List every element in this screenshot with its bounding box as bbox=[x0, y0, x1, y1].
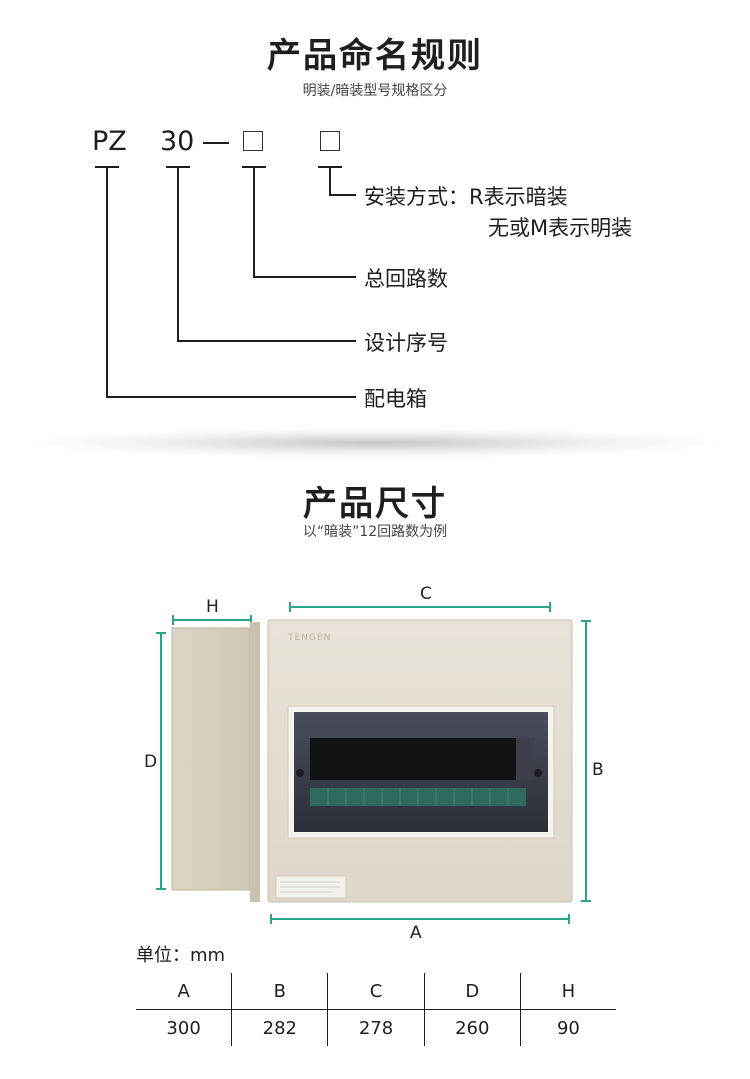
marker-d-tick-bottom bbox=[156, 888, 166, 890]
naming-title: 产品命名规则 bbox=[267, 36, 483, 76]
section-divider bbox=[30, 428, 720, 458]
label-box: 配电箱 bbox=[364, 387, 427, 411]
table-header-row: A B C D H bbox=[136, 973, 616, 1010]
connector-install-vertical bbox=[329, 166, 331, 195]
unit-label: 单位：mm bbox=[136, 945, 226, 966]
marker-h-tick-right bbox=[250, 615, 252, 625]
label-circuits: 总回路数 bbox=[364, 267, 448, 291]
code-series: 30 bbox=[160, 126, 195, 157]
brand-logo: TENGEN bbox=[287, 633, 331, 643]
code-install-box bbox=[320, 131, 340, 151]
table-header-cell: H bbox=[519, 973, 616, 1010]
marker-h-label: H bbox=[206, 597, 219, 617]
dimension-table: A B C D H 300 282 278 260 90 bbox=[136, 973, 616, 1046]
marker-c-tick-left bbox=[289, 602, 291, 612]
marker-b-tick-top bbox=[581, 620, 591, 622]
marker-b-tick-bottom bbox=[581, 900, 591, 902]
dimensions-title: 产品尺寸 bbox=[303, 484, 447, 524]
table-header-cell: C bbox=[327, 973, 425, 1010]
marker-c-tick-right bbox=[549, 602, 551, 612]
table-row: 300 282 278 260 90 bbox=[136, 1009, 616, 1046]
table-value-cell: 278 bbox=[327, 1009, 425, 1046]
side-view-box bbox=[171, 622, 260, 902]
table-header-cell: B bbox=[231, 973, 328, 1010]
table-value-cell: 300 bbox=[166, 1017, 201, 1039]
connector-design-horizontal bbox=[177, 340, 356, 342]
marker-h-tick-left bbox=[172, 615, 174, 625]
connector-box-horizontal bbox=[106, 396, 356, 398]
marker-d-tick-top bbox=[156, 632, 166, 634]
marker-d-label: D bbox=[144, 752, 158, 772]
code-dash bbox=[203, 142, 229, 144]
connector-box-vertical bbox=[106, 166, 108, 397]
connector-circuits-horizontal bbox=[253, 276, 356, 278]
connector-design-vertical bbox=[177, 166, 179, 341]
table-header-cell: D bbox=[423, 973, 521, 1010]
label-install-line2: 无或M表示明装 bbox=[488, 216, 633, 240]
marker-b-line bbox=[585, 620, 587, 902]
marker-a-line bbox=[270, 918, 570, 920]
marker-c-label: C bbox=[420, 584, 432, 604]
marker-b-label: B bbox=[592, 760, 604, 780]
marker-c-line bbox=[289, 606, 551, 608]
connector-install-horizontal bbox=[329, 194, 356, 196]
table-value-cell: 282 bbox=[231, 1009, 328, 1046]
table-header-cell: A bbox=[136, 973, 232, 1010]
front-view-box: TENGEN bbox=[267, 619, 573, 903]
label-design: 设计序号 bbox=[364, 331, 448, 355]
dimensions-subtitle: 以“暗装”12回路数为例 bbox=[302, 524, 448, 540]
marker-h-line bbox=[172, 619, 252, 621]
marker-a-tick-right bbox=[568, 914, 570, 924]
marker-a-label: A bbox=[410, 923, 422, 943]
label-install: 安装方式：R表示暗装 bbox=[364, 185, 568, 209]
table-value-cell: 90 bbox=[519, 1009, 616, 1046]
code-circuits-box bbox=[243, 131, 263, 151]
naming-subtitle: 明装/暗装型号规格区分 bbox=[302, 83, 448, 99]
marker-a-tick-left bbox=[270, 914, 272, 924]
table-value-cell: 260 bbox=[423, 1009, 521, 1046]
code-prefix: PZ bbox=[92, 126, 127, 157]
connector-circuits-vertical bbox=[253, 166, 255, 277]
distribution-box-illustration: TENGEN bbox=[171, 619, 573, 903]
marker-d-line bbox=[160, 632, 162, 890]
